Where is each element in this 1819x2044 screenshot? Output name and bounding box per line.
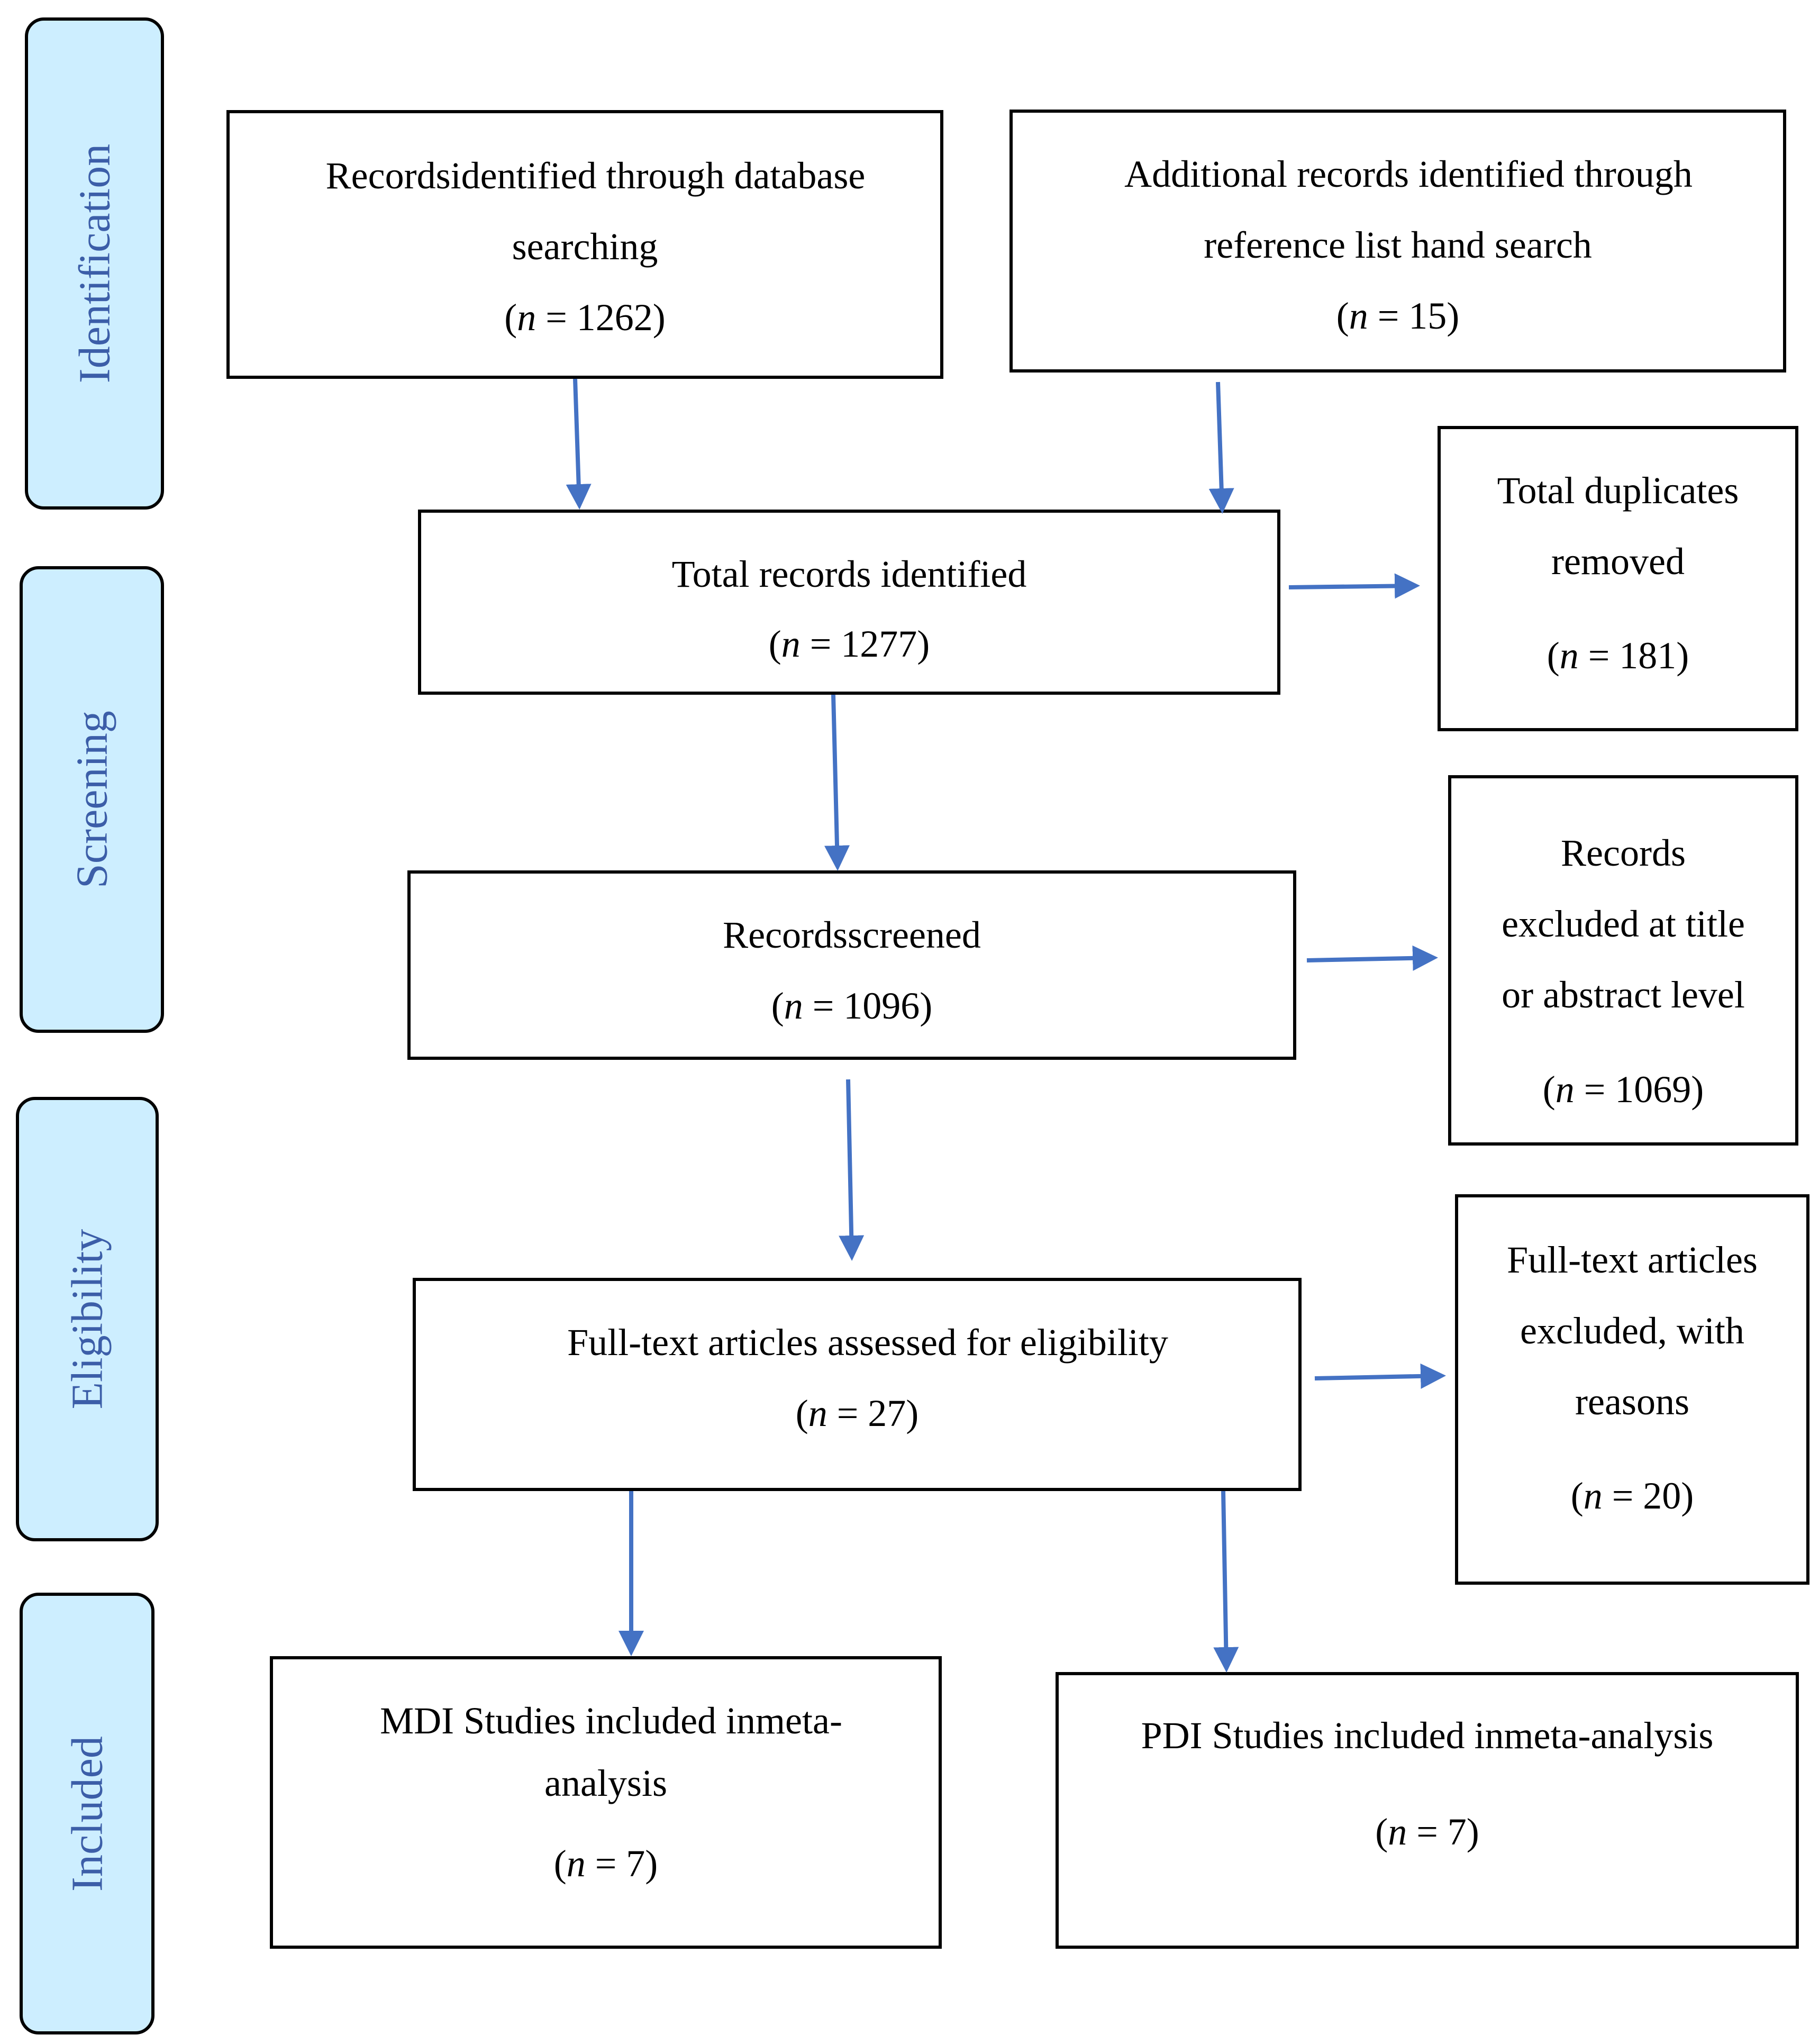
arrow-total-to-screened bbox=[824, 694, 850, 871]
total-identified-count: (n = 1277) bbox=[768, 623, 930, 665]
mdi-included-count: (n = 7) bbox=[553, 1842, 658, 1885]
box-duplicates-removed: Total duplicates removed (n = 181) bbox=[1438, 426, 1798, 731]
full-text-excluded-count: (n = 20) bbox=[1570, 1475, 1694, 1517]
box-records-screened: Recordsscreened (n = 1096) bbox=[407, 870, 1296, 1060]
records-screened-line1: Recordsscreened bbox=[723, 914, 981, 956]
excluded-title-abstract-count: (n = 1069) bbox=[1542, 1068, 1704, 1111]
arrow-screened-to-excluded bbox=[1306, 945, 1438, 971]
excluded-title-abstract-line2: excluded at title bbox=[1502, 903, 1745, 945]
excluded-title-abstract-line1: Records bbox=[1561, 832, 1686, 874]
full-text-assessed-line1: Full-text articles assessed for eligibil… bbox=[567, 1321, 1168, 1364]
duplicates-removed-count: (n = 181) bbox=[1547, 634, 1689, 677]
database-search-line2: searching bbox=[512, 225, 658, 268]
arrow-fulltext-to-excluded bbox=[1314, 1363, 1446, 1389]
box-excluded-title-abstract: Records excluded at title or abstract le… bbox=[1448, 775, 1798, 1146]
pdi-included-line1: PDI Studies included inmeta-analysis bbox=[1141, 1714, 1714, 1757]
database-search-line1: Recordsidentified through database bbox=[325, 155, 866, 197]
box-hand-search: Additional records identified through re… bbox=[1009, 110, 1786, 373]
mdi-included-line2: analysis bbox=[544, 1762, 667, 1804]
duplicates-removed-line2: removed bbox=[1551, 540, 1685, 583]
box-full-text-assessed: Full-text articles assessed for eligibil… bbox=[413, 1278, 1302, 1491]
full-text-excluded-line3: reasons bbox=[1575, 1380, 1689, 1423]
arrow-screened-to-fulltext bbox=[839, 1079, 865, 1261]
total-identified-line1: Total records identified bbox=[671, 553, 1027, 595]
phase-included: Included bbox=[20, 1593, 154, 2034]
pdi-included-count: (n = 7) bbox=[1375, 1811, 1479, 1853]
phase-screening: Screening bbox=[20, 566, 164, 1033]
box-pdi-included: PDI Studies included inmeta-analysis (n … bbox=[1056, 1672, 1799, 1949]
arrow-hand-to-total bbox=[1208, 381, 1234, 514]
box-total-identified: Total records identified (n = 1277) bbox=[418, 510, 1280, 695]
database-search-count: (n = 1262) bbox=[504, 296, 666, 339]
arrow-total-to-duplicates bbox=[1288, 573, 1420, 599]
hand-search-count: (n = 15) bbox=[1336, 295, 1460, 337]
records-screened-count: (n = 1096) bbox=[771, 985, 933, 1027]
hand-search-line2: reference list hand search bbox=[1204, 224, 1592, 266]
phase-identification: Identification bbox=[25, 17, 164, 510]
phase-eligibility: Eligibility bbox=[16, 1097, 159, 1541]
box-database-search: Recordsidentified through database searc… bbox=[226, 110, 943, 379]
arrow-database-to-total bbox=[566, 378, 592, 510]
full-text-assessed-count: (n = 27) bbox=[795, 1392, 919, 1434]
arrow-fulltext-to-pdi bbox=[1213, 1491, 1239, 1673]
hand-search-line1: Additional records identified through bbox=[1124, 153, 1693, 195]
box-full-text-excluded: Full-text articles excluded, with reason… bbox=[1455, 1194, 1809, 1585]
mdi-included-line1: MDI Studies included inmeta- bbox=[380, 1700, 842, 1742]
full-text-excluded-line2: excluded, with bbox=[1520, 1310, 1744, 1352]
excluded-title-abstract-line3: or abstract level bbox=[1502, 974, 1745, 1016]
duplicates-removed-line1: Total duplicates bbox=[1497, 469, 1739, 512]
box-mdi-included: MDI Studies included inmeta- analysis (n… bbox=[270, 1656, 942, 1949]
full-text-excluded-line1: Full-text articles bbox=[1507, 1239, 1758, 1281]
